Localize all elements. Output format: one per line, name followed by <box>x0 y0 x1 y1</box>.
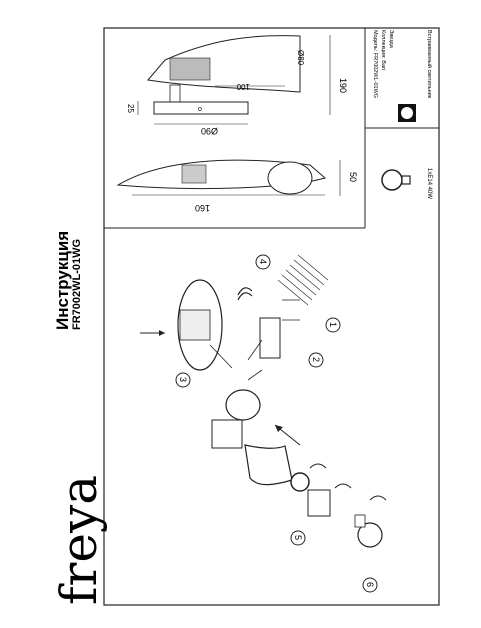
dim-side-length: 160 <box>195 203 210 213</box>
dim-side-height: 50 <box>348 172 358 182</box>
svg-text:4: 4 <box>258 259 268 264</box>
svg-text:1: 1 <box>328 322 338 327</box>
svg-text:2: 2 <box>311 357 321 362</box>
color-swatch-dot <box>401 107 413 119</box>
brand-logo: freya <box>50 475 108 605</box>
step-marker-5: 5 <box>290 530 306 546</box>
spec-color: Звезда <box>388 30 394 49</box>
svg-text:3: 3 <box>178 377 188 382</box>
step-marker-6: 6 <box>362 577 378 593</box>
spec-bulb: 1xE14 40W <box>426 168 432 199</box>
dimension-side-view: 160 50 <box>116 159 358 213</box>
dimension-top-view: o Ø90 25 190 100 Ø80 <box>126 35 348 136</box>
svg-text:o: o <box>198 106 202 113</box>
spec-model: Модель: FR7002WL-01WG <box>372 30 378 98</box>
model-code: FR7002WL-01WG <box>71 239 83 330</box>
dim-top-diameter: Ø80 <box>296 50 305 66</box>
step-marker-4: 4 <box>255 254 271 270</box>
step-marker-2: 2 <box>308 352 324 368</box>
bulb-icon <box>381 169 411 191</box>
spec-block: Модель: FR7002WL-01WG Коллекция: Bari Зв… <box>372 30 433 199</box>
dim-top-length: 190 <box>338 78 348 93</box>
page-title: Инструкция <box>53 231 72 330</box>
spec-collection: Коллекция: Bari <box>380 30 386 70</box>
step-marker-1: 1 <box>325 317 341 333</box>
dim-base-diameter: Ø90 <box>201 126 218 136</box>
spec-type: Встраиваемый светильник <box>426 30 433 99</box>
assembly-illustration <box>140 254 387 548</box>
svg-text:5: 5 <box>293 535 303 540</box>
svg-text:6: 6 <box>365 582 375 587</box>
dim-base-thickness: 25 <box>126 104 135 113</box>
assembly-frame <box>103 27 440 606</box>
step-markers: 1 2 3 4 5 6 <box>175 254 378 593</box>
dim-top-length-2: 100 <box>236 82 250 91</box>
step-marker-3: 3 <box>175 372 191 388</box>
